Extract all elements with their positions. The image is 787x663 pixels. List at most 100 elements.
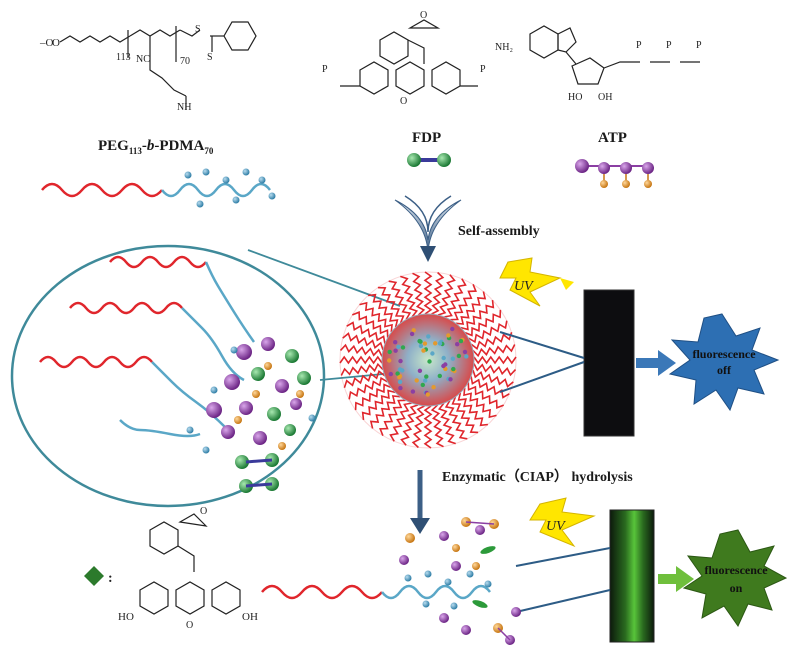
polymer-label: PEG113-b-PDMA70 [98, 138, 213, 156]
released-chain [262, 571, 492, 610]
sulfur-2: S [207, 52, 213, 63]
core-dot [393, 349, 397, 353]
core-dot [388, 350, 392, 354]
atp-p-3: P [696, 40, 702, 51]
fdp-p-right: P [480, 64, 486, 75]
core-dot [415, 378, 419, 382]
corona-chain [473, 345, 515, 356]
uv-label-top: UV [514, 279, 534, 294]
nc-label: NC [136, 54, 150, 65]
core-dot [398, 386, 402, 390]
core-dot [393, 340, 397, 344]
atp-icon [575, 159, 654, 188]
fluorescence-on-burst [684, 530, 786, 626]
core-dot [463, 350, 467, 354]
core-dot [438, 374, 442, 378]
fluorescence-on-text-1: fluorescence [704, 563, 768, 577]
core-dot [410, 332, 414, 336]
fluorescein-ring-o: O [186, 620, 193, 631]
fdp-structure [340, 20, 478, 94]
core-dot [459, 339, 463, 343]
polymer-label-sub1: 113 [129, 146, 142, 156]
diamond-colon: : [108, 571, 113, 586]
fdp-label: FDP [412, 130, 441, 147]
core-dot [464, 354, 468, 358]
zoom-payload-cluster [187, 337, 316, 493]
uv-label-bottom: UV [546, 519, 566, 534]
fluorescence-off-text-2: off [717, 363, 732, 377]
corona-chain [474, 357, 516, 363]
fluorescence-off-text-1: fluorescence [692, 347, 756, 361]
fluorescence-on-text-2: on [730, 581, 743, 595]
cuvette-on-line-top [516, 548, 610, 566]
fluorescein-ho: HO [118, 611, 134, 623]
core-dot [418, 369, 422, 373]
self-assembly-arrow [395, 196, 461, 262]
core-dot [433, 341, 437, 345]
zoom-ellipse [12, 246, 324, 506]
core-dot [421, 383, 425, 387]
amine-label: NH [177, 102, 191, 113]
core-dot [450, 327, 454, 331]
core-dot [423, 378, 427, 382]
core-dot [401, 345, 405, 349]
cuvette-on [610, 510, 654, 642]
corona-chain [432, 405, 443, 447]
polymer-structure [60, 22, 256, 110]
corona-chain [425, 272, 431, 314]
corona-chain [413, 273, 424, 315]
core-dot [446, 333, 450, 337]
uv-bolt-top [500, 258, 574, 306]
atp-p-2: P [666, 40, 672, 51]
polymer-label-peg: PEG [98, 138, 129, 154]
corona-chain [352, 312, 387, 338]
polymer-label-pdma: -PDMA [154, 138, 204, 154]
cuvette-off-line-bottom [500, 362, 584, 392]
core-dot [387, 358, 391, 362]
fdp-icon [407, 153, 451, 167]
corona-chain [340, 357, 382, 363]
fluorescence-off-burst [670, 314, 778, 410]
fluorescein-structure [140, 514, 240, 614]
fluorescein-diamond [84, 566, 104, 586]
core-dot [430, 351, 434, 355]
core-dot [400, 368, 404, 372]
atp-structure [530, 26, 700, 84]
pdma-subscript: 70 [180, 56, 190, 67]
peg-o-label: O [52, 37, 60, 49]
atp-oh-1: HO [568, 92, 582, 103]
atp-oh-2: OH [598, 92, 612, 103]
core-dot [421, 348, 425, 352]
cuvette-on-line-bottom [516, 590, 610, 612]
sulfur-1: S [195, 24, 201, 35]
atp-label: ATP [598, 130, 627, 147]
fdp-o-label: O [420, 10, 427, 21]
atp-p-1: P [636, 40, 642, 51]
fdp-ring-o: O [400, 96, 407, 107]
corona-chain [380, 400, 406, 435]
peg-subscript: 113 [116, 52, 131, 63]
atp-nh2-label: NH₂ [495, 42, 513, 53]
core-dot [398, 359, 402, 363]
core-dot [419, 344, 423, 348]
core-dot [427, 359, 431, 363]
corona-chain [425, 406, 431, 448]
corona-chain [468, 382, 503, 408]
core-dot [451, 357, 455, 361]
core-dot [448, 377, 452, 381]
core-dot [426, 392, 430, 396]
core-dot [451, 367, 455, 371]
released-fragments [399, 517, 521, 645]
polymer-chain-icon [42, 169, 276, 208]
core-dot [438, 341, 442, 345]
core-dot [431, 385, 435, 389]
core-dot [457, 354, 461, 358]
fluorescein-oh: OH [242, 611, 258, 623]
enzymatic-hydrolysis-label: Enzymatic（CIAP） hydrolysis [442, 466, 633, 486]
core-dot [398, 380, 402, 384]
core-dot [426, 334, 430, 338]
core-dot [389, 372, 393, 376]
core-dot [423, 341, 427, 345]
